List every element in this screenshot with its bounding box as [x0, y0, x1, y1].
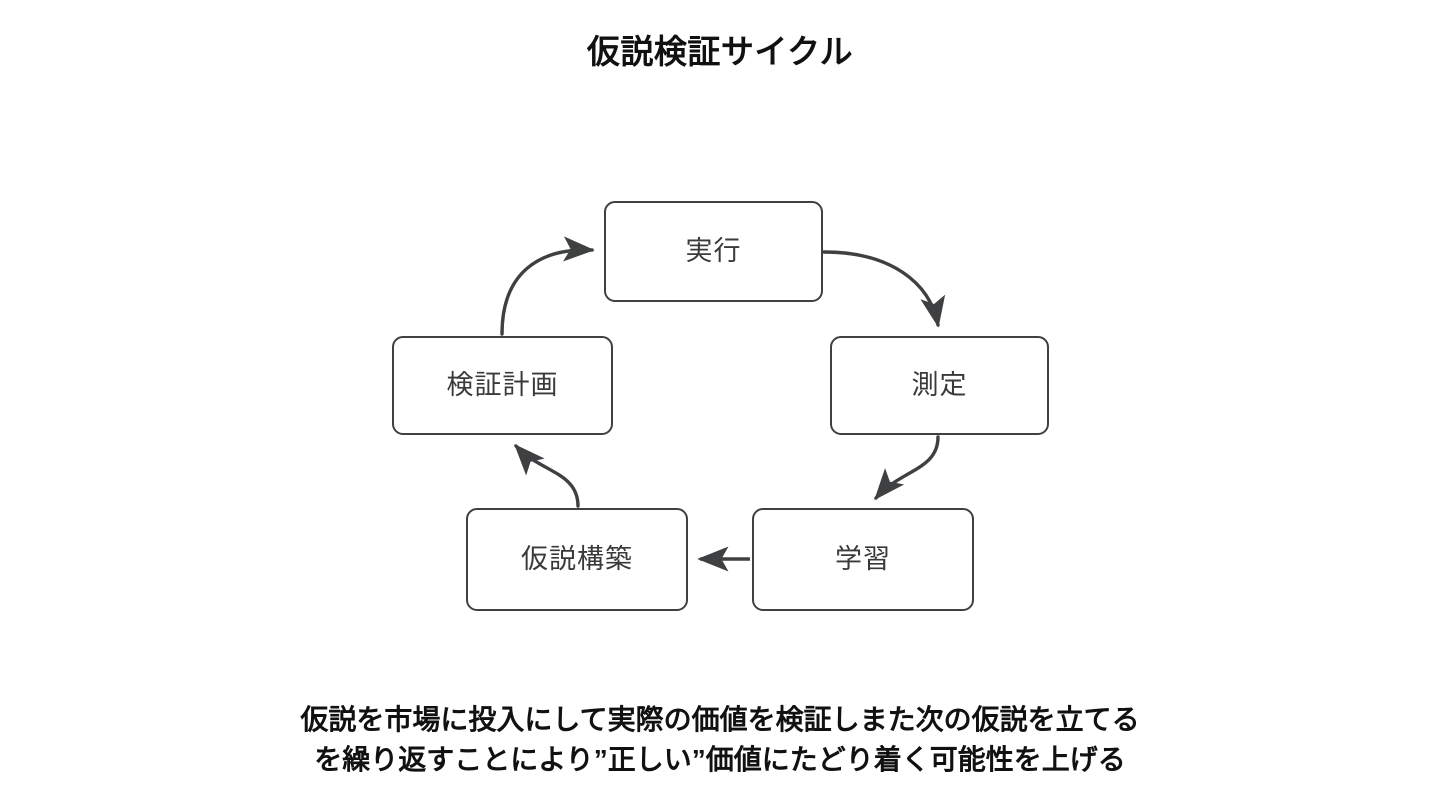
- node-exec[interactable]: 実行: [604, 201, 823, 302]
- edge-hypo-to-plan: [514, 444, 580, 508]
- edge-plan-to-exec: [500, 236, 595, 336]
- edge-measure-to-learn: [874, 435, 940, 501]
- node-learn[interactable]: 学習: [752, 508, 974, 611]
- node-measure-label: 測定: [911, 370, 968, 400]
- node-plan[interactable]: 検証計画: [392, 336, 613, 435]
- node-measure[interactable]: 測定: [830, 336, 1049, 435]
- page-title: 仮説検証サイクル: [586, 33, 854, 70]
- node-hypothesis[interactable]: 仮説構築: [466, 508, 688, 611]
- caption-line-1: 仮説を市場に投入にして実際の価値を検証しまた次の仮説を立てる: [300, 704, 1140, 735]
- arrow-layer: [500, 236, 946, 572]
- node-exec-label: 実行: [685, 236, 742, 266]
- node-hypothesis-label: 仮説構築: [521, 544, 633, 574]
- node-learn-label: 学習: [835, 544, 891, 574]
- node-plan-label: 検証計画: [446, 370, 559, 400]
- caption-line-2: を繰り返すことにより”正しい”価値にたどり着く可能性を上げる: [314, 743, 1126, 775]
- caption: 仮説を市場に投入にして実際の価値を検証しまた次の仮説を立てる を繰り返すことによ…: [0, 700, 1440, 780]
- cycle-diagram: 実行 測定 学習 仮説構築 検証計画: [392, 201, 1049, 611]
- edge-exec-to-measure: [822, 250, 946, 328]
